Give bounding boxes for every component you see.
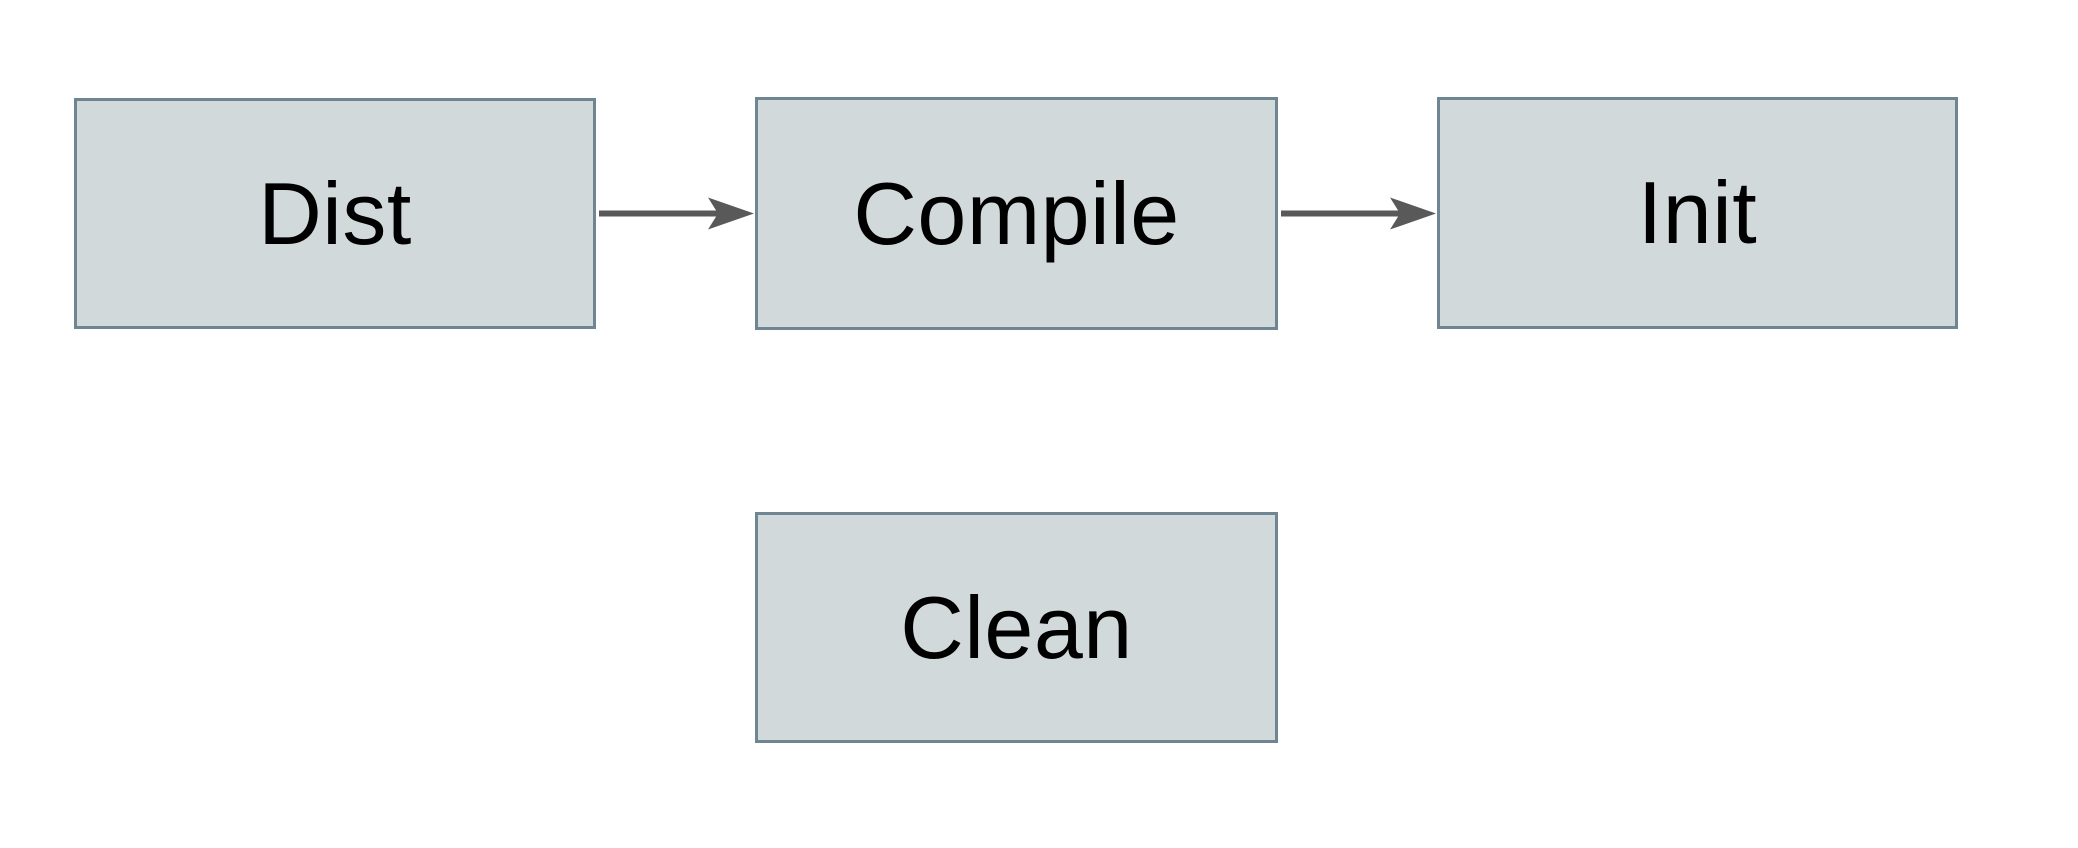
node-clean[interactable]: Clean bbox=[755, 512, 1278, 743]
arrow-dist-to-compile bbox=[599, 197, 754, 230]
node-init[interactable]: Init bbox=[1437, 97, 1958, 329]
node-clean-label: Clean bbox=[900, 577, 1133, 677]
node-dist[interactable]: Dist bbox=[74, 98, 596, 329]
node-init-label: Init bbox=[1637, 163, 1758, 262]
node-compile-label: Compile bbox=[853, 163, 1180, 263]
arrow-compile-to-init bbox=[1281, 197, 1436, 230]
node-compile[interactable]: Compile bbox=[755, 97, 1278, 330]
node-dist-label: Dist bbox=[258, 163, 412, 263]
arrowhead-icon bbox=[708, 197, 754, 230]
arrowhead-icon bbox=[1390, 197, 1436, 230]
